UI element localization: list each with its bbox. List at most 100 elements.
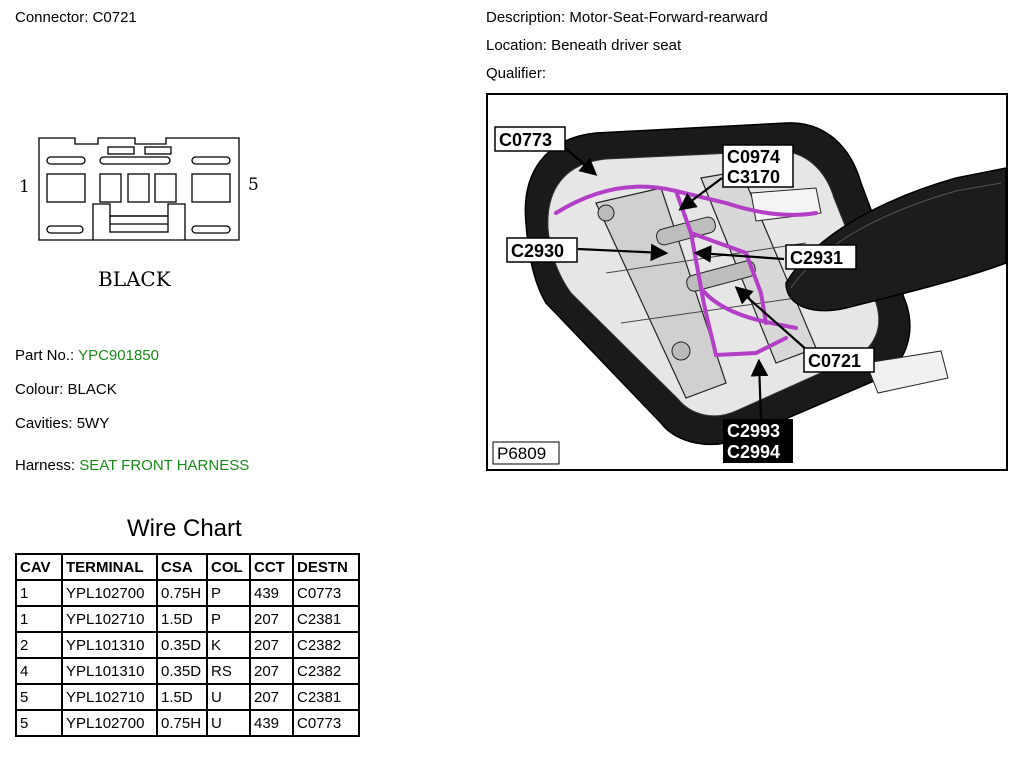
latch-slot bbox=[144, 146, 172, 155]
colour-line: Colour: BLACK bbox=[15, 381, 117, 399]
header-cct: CCT bbox=[249, 553, 294, 581]
connector-outline bbox=[38, 137, 240, 241]
table-row: 1 YPL102700 0.75H P 439 C0773 bbox=[15, 579, 360, 607]
description-value: Motor-Seat-Forward-rearward bbox=[569, 9, 768, 26]
latch-slot bbox=[107, 146, 135, 155]
pin-label-5: 5 bbox=[248, 175, 259, 195]
latch-slot bbox=[46, 156, 86, 165]
seat-rail-left bbox=[595, 187, 727, 399]
cavity-5 bbox=[191, 173, 231, 203]
cell-csa: 0.75H bbox=[156, 579, 208, 607]
cell-col: U bbox=[206, 683, 251, 711]
connector-location-illustration: C0773 C0974 C3170 C2930 C2931 C0721 C299… bbox=[486, 93, 1008, 471]
floor-bracket bbox=[865, 350, 949, 394]
cell-terminal: YPL102700 bbox=[61, 709, 158, 737]
motor-end bbox=[597, 204, 615, 222]
header-col: COL bbox=[206, 553, 251, 581]
wire-chart-title: Wire Chart bbox=[127, 515, 242, 542]
part-no-label: Part No.: bbox=[15, 347, 75, 364]
table-row: 1 YPL102710 1.5D P 207 C2381 bbox=[15, 605, 360, 633]
latch-slot bbox=[191, 225, 231, 234]
cell-terminal: YPL101310 bbox=[61, 631, 158, 659]
table-row: 2 YPL101310 0.35D K 207 C2382 bbox=[15, 631, 360, 659]
table-row: 5 YPL102700 0.75H U 439 C0773 bbox=[15, 709, 360, 737]
location-value: Beneath driver seat bbox=[551, 37, 682, 54]
motor-end bbox=[671, 341, 691, 361]
cell-csa: 0.35D bbox=[156, 657, 208, 685]
cell-col: P bbox=[206, 579, 251, 607]
connector-line: Connector: C0721 bbox=[15, 9, 137, 27]
cell-csa: 0.35D bbox=[156, 631, 208, 659]
cell-destn: C2381 bbox=[292, 683, 360, 711]
callout-c0974: C0974 bbox=[727, 147, 780, 167]
connector-face-diagram: 1 5 BLACK bbox=[19, 137, 259, 291]
cell-destn: C0773 bbox=[292, 579, 360, 607]
seat-motor bbox=[656, 216, 716, 246]
cell-destn: C2382 bbox=[292, 631, 360, 659]
pin-label-1: 1 bbox=[19, 177, 30, 197]
cell-terminal: YPL101310 bbox=[61, 657, 158, 685]
part-no-line: Part No.: YPC901850 bbox=[15, 347, 159, 365]
latch-slot bbox=[99, 156, 171, 165]
cavity-3 bbox=[127, 173, 150, 203]
cell-csa: 1.5D bbox=[156, 683, 208, 711]
cell-destn: C2381 bbox=[292, 605, 360, 633]
colour-label: Colour: bbox=[15, 381, 64, 398]
callout-c2994: C2994 bbox=[727, 442, 780, 462]
seat-harness-wiring bbox=[554, 184, 818, 357]
cell-csa: 1.5D bbox=[156, 605, 208, 633]
cell-cav: 1 bbox=[15, 605, 63, 633]
header-csa: CSA bbox=[156, 553, 208, 581]
callout-c2930: C2930 bbox=[511, 241, 564, 261]
table-row: 5 YPL102710 1.5D U 207 C2381 bbox=[15, 683, 360, 711]
cell-destn: C2382 bbox=[292, 657, 360, 685]
cell-cct: 207 bbox=[249, 631, 294, 659]
harness-line: Harness: SEAT FRONT HARNESS bbox=[15, 457, 249, 475]
latch-slot bbox=[46, 225, 84, 234]
description-label: Description: bbox=[486, 9, 566, 26]
header-destn: DESTN bbox=[292, 553, 360, 581]
cavities-label: Cavities: bbox=[15, 415, 73, 432]
harness-label: Harness: bbox=[15, 457, 76, 474]
cavities-value: 5WY bbox=[76, 415, 110, 432]
seat-motor bbox=[686, 260, 756, 292]
cavity-1 bbox=[46, 173, 86, 203]
seat-cushion bbox=[785, 167, 1007, 312]
photo-reference-code: P6809 bbox=[497, 444, 546, 463]
part-no-link[interactable]: YPC901850 bbox=[78, 347, 159, 364]
table-row: 4 YPL101310 0.35D RS 207 C2382 bbox=[15, 657, 360, 685]
wire-chart-table: CAV TERMINAL CSA COL CCT DESTN 1 YPL1027… bbox=[15, 553, 360, 737]
cell-csa: 0.75H bbox=[156, 709, 208, 737]
callout-c0721: C0721 bbox=[808, 351, 861, 371]
colour-value: BLACK bbox=[67, 381, 117, 398]
callout-c2993: C2993 bbox=[727, 421, 780, 441]
wire-chart-header-row: CAV TERMINAL CSA COL CCT DESTN bbox=[15, 553, 360, 581]
cell-col: RS bbox=[206, 657, 251, 685]
harness-link[interactable]: SEAT FRONT HARNESS bbox=[79, 457, 250, 474]
header-cav: CAV bbox=[15, 553, 63, 581]
cell-terminal: YPL102700 bbox=[61, 579, 158, 607]
description-line: Description: Motor-Seat-Forward-rearward bbox=[486, 9, 768, 27]
header-terminal: TERMINAL bbox=[61, 553, 158, 581]
cell-cav: 5 bbox=[15, 683, 63, 711]
cell-cct: 439 bbox=[249, 579, 294, 607]
cell-col: P bbox=[206, 605, 251, 633]
cell-terminal: YPL102710 bbox=[61, 605, 158, 633]
connector-colour-label: BLACK bbox=[98, 267, 172, 291]
cell-destn: C0773 bbox=[292, 709, 360, 737]
cell-cav: 5 bbox=[15, 709, 63, 737]
qualifier-label: Qualifier: bbox=[486, 65, 547, 82]
bottom-lock bbox=[92, 203, 186, 240]
location-line: Location: Beneath driver seat bbox=[486, 37, 681, 55]
cell-cct: 207 bbox=[249, 605, 294, 633]
cell-cct: 439 bbox=[249, 709, 294, 737]
cell-cct: 207 bbox=[249, 657, 294, 685]
cell-cav: 1 bbox=[15, 579, 63, 607]
cavity-4 bbox=[154, 173, 177, 203]
callout-c0773: C0773 bbox=[499, 130, 552, 150]
cavities-line: Cavities: 5WY bbox=[15, 415, 109, 433]
callout-c2931: C2931 bbox=[790, 248, 843, 268]
cell-cct: 207 bbox=[249, 683, 294, 711]
cell-terminal: YPL102710 bbox=[61, 683, 158, 711]
location-label: Location: bbox=[486, 37, 547, 54]
